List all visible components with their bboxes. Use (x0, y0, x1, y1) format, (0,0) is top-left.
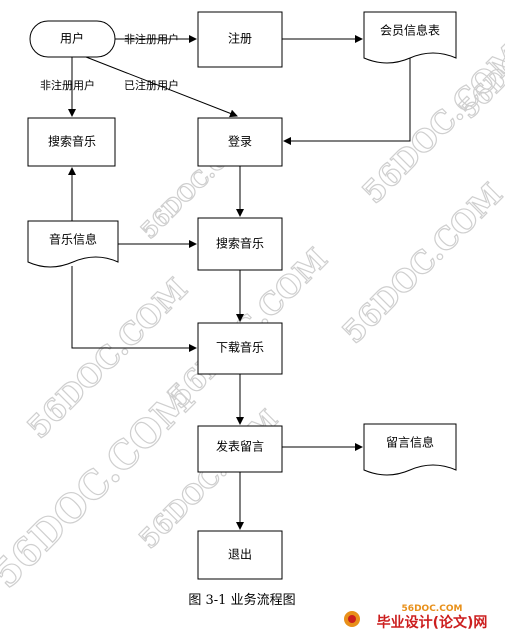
label-logout: 退出 (228, 548, 252, 562)
node-music-info (27, 220, 119, 268)
watermark-6: 56DOC.COM (336, 177, 505, 351)
label-register: 注册 (228, 31, 252, 46)
edge-label-user-register: 非注册用户 (124, 32, 179, 46)
node-message-info (363, 423, 457, 476)
label-user: 用户 (60, 31, 84, 46)
node-logout (197, 530, 283, 580)
brand-logo: 56DOC.COM 毕业设计(论文)网 (344, 604, 487, 631)
node-login (197, 117, 283, 167)
label-search-music-center: 搜索音乐 (216, 236, 264, 251)
label-login: 登录 (228, 134, 252, 149)
label-download-music: 下载音乐 (216, 340, 264, 355)
node-download-music (197, 322, 283, 375)
node-user (29, 20, 116, 58)
brand-name: 毕业设计(论文)网 (377, 614, 488, 631)
figure-caption: 图 3-1 业务流程图 (188, 592, 295, 608)
label-music-info: 音乐信息 (49, 232, 97, 247)
label-search-music-left: 搜索音乐 (48, 134, 96, 149)
edge-user-login (85, 56, 238, 118)
edge-member-login (283, 58, 411, 145)
node-post-message (197, 425, 283, 473)
label-message-info: 留言信息 (386, 435, 434, 450)
watermark-4: 56DOC.COM (0, 376, 203, 597)
node-search-music-left (27, 117, 116, 167)
node-search-music-center (197, 217, 283, 271)
edge-label-user-login: 已注册用户 (124, 78, 179, 92)
edge-label-user-search: 非注册用户 (40, 78, 95, 92)
label-post-message: 发表留言 (216, 439, 264, 454)
node-member-table (363, 11, 457, 64)
edge-info-download (71, 266, 197, 352)
label-member-table: 会员信息表 (380, 23, 440, 38)
brand-site: 56DOC.COM (402, 604, 463, 614)
edges (68, 35, 411, 530)
node-register (197, 11, 283, 68)
